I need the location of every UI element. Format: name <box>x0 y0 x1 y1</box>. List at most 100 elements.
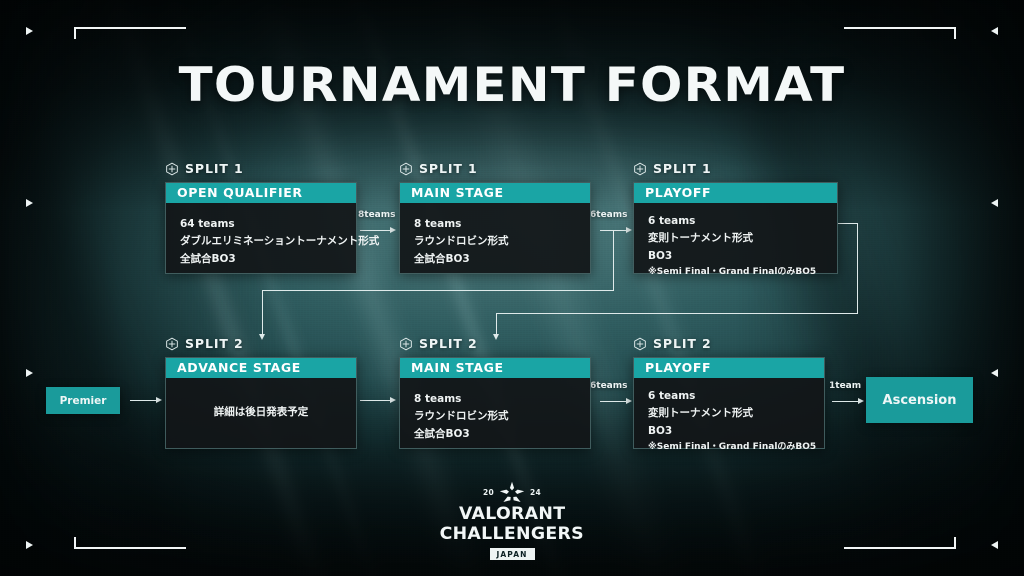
stage-card[interactable]: PLAYOFF 6 teams 変則トーナメント形式 BO3 ※Semi Fin… <box>633 357 825 452</box>
marker-triangle-left-mid <box>26 199 33 207</box>
connector-line-main-playoff-s2 <box>600 401 628 402</box>
stage-detail-line: BO3 <box>648 424 673 437</box>
stage-card-body: 6 teams 変則トーナメント形式 BO3 ※Semi Final・Grand… <box>634 203 837 277</box>
stage-playoff-split1[interactable]: SPLIT 1 PLAYOFF 6 teams 変則トーナメント形式 BO3 ※… <box>633 161 838 277</box>
logo-year-right: 24 <box>530 487 542 497</box>
connector-arrow-into-main-s2 <box>492 334 499 340</box>
connector-line-into-advance <box>262 290 263 336</box>
stage-card[interactable]: OPEN QUALIFIER 64 teams ダブルエリミネーショントーナメン… <box>165 182 380 274</box>
stage-detail-note: ※Semi Final・Grand FinalのみBO5 <box>648 441 817 452</box>
hexagon-plus-icon <box>166 337 178 350</box>
stage-detail-line: ダブルエリミネーショントーナメント形式 <box>180 235 380 248</box>
hexagon-plus-icon <box>166 162 178 175</box>
stage-card-title: OPEN QUALIFIER <box>166 183 356 203</box>
stage-detail-note: ※Semi Final・Grand FinalのみBO5 <box>648 266 817 277</box>
premier-pill-label: Premier <box>59 394 107 407</box>
stage-card-body: 8 teams ラウンドロビン形式 全試合BO3 <box>400 378 590 448</box>
page-title: TOURNAMENT FORMAT <box>178 58 846 113</box>
corner-bracket-bottom-left <box>74 537 186 549</box>
corner-bracket-bottom-right <box>844 537 956 549</box>
split-label-playoff-split2: SPLIT 2 <box>633 336 825 351</box>
valorant-mark-icon <box>499 482 525 503</box>
corner-bracket-top-right <box>844 27 956 39</box>
logo-line-challengers: CHALLENGERS <box>439 523 585 544</box>
marker-triangle-right-lower <box>991 369 998 377</box>
stage-card[interactable]: MAIN STAGE 8 teams ラウンドロビン形式 全試合BO3 <box>399 357 591 449</box>
connector-line-into-main-s2 <box>496 313 497 336</box>
ascension-pill-label: Ascension <box>882 392 957 408</box>
stage-card-title: ADVANCE STAGE <box>166 358 356 378</box>
connector-line-main-s1-to-left <box>262 290 614 291</box>
split-label-text: SPLIT 2 <box>653 336 712 351</box>
logo-year-row: 20 24 <box>483 481 541 503</box>
connector-label-6teams-split1: 6teams <box>590 210 628 220</box>
connector-arrow-into-advance <box>258 334 265 340</box>
stage-detail-line: ラウンドロビン形式 <box>414 235 509 248</box>
marker-triangle-left-bottom <box>26 541 33 549</box>
stage-card[interactable]: MAIN STAGE 8 teams ラウンドロビン形式 全試合BO3 <box>399 182 591 274</box>
stage-detail-line: 詳細は後日発表予定 <box>213 406 309 419</box>
split-label-main-stage-split1: SPLIT 1 <box>399 161 591 176</box>
split-label-text: SPLIT 1 <box>653 161 712 176</box>
stage-card-body: 詳細は後日発表予定 <box>166 378 356 448</box>
connector-line-premier-advance <box>130 400 158 401</box>
event-logo: 20 24 VALORANT CHALLENGERS JAPAN <box>0 481 1024 560</box>
split-label-text: SPLIT 1 <box>419 161 478 176</box>
stage-detail-line: 全試合BO3 <box>414 427 470 440</box>
connector-line-playoff-s1-to-left <box>496 313 858 314</box>
stage-card-body: 6 teams 変則トーナメント形式 BO3 ※Semi Final・Grand… <box>634 378 824 452</box>
connector-label-8teams: 8teams <box>358 210 396 220</box>
logo-region-badge: JAPAN <box>489 548 535 560</box>
stage-detail-line: 6 teams <box>648 390 696 402</box>
connector-line-playoff-s1-out <box>838 223 858 224</box>
split-label-text: SPLIT 2 <box>419 336 478 351</box>
stage-detail-line: 全試合BO3 <box>180 252 236 265</box>
hexagon-plus-icon <box>634 337 646 350</box>
stage-card[interactable]: ADVANCE STAGE 詳細は後日発表予定 <box>165 357 357 449</box>
hexagon-plus-icon <box>400 162 412 175</box>
stage-card-title: MAIN STAGE <box>400 358 590 378</box>
stage-main-stage-split1[interactable]: SPLIT 1 MAIN STAGE 8 teams ラウンドロビン形式 全試合… <box>399 161 591 274</box>
connector-arrow-main-playoff-s2 <box>626 397 632 404</box>
hexagon-plus-icon <box>634 162 646 175</box>
ascension-pill[interactable]: Ascension <box>866 377 973 423</box>
connector-line-playoff-ascension <box>832 401 860 402</box>
marker-triangle-right-bottom <box>991 541 998 549</box>
stage-open-qualifier[interactable]: SPLIT 1 OPEN QUALIFIER 64 teams ダブルエリミネー… <box>165 161 380 274</box>
hexagon-plus-icon <box>400 337 412 350</box>
stage-advance-stage[interactable]: SPLIT 2 ADVANCE STAGE 詳細は後日発表予定 <box>165 336 357 449</box>
marker-triangle-left-lower <box>26 369 33 377</box>
stage-card[interactable]: PLAYOFF 6 teams 変則トーナメント形式 BO3 ※Semi Fin… <box>633 182 838 277</box>
stage-card-title: PLAYOFF <box>634 358 824 378</box>
stage-main-stage-split2[interactable]: SPLIT 2 MAIN STAGE 8 teams ラウンドロビン形式 全試合… <box>399 336 591 449</box>
connector-label-6teams-split2: 6teams <box>590 381 628 391</box>
connector-arrow-playoff-ascension <box>858 397 864 404</box>
split-label-main-stage-split2: SPLIT 2 <box>399 336 591 351</box>
premier-pill[interactable]: Premier <box>46 387 120 414</box>
connector-line-advance-main <box>360 400 392 401</box>
stage-card-title: MAIN STAGE <box>400 183 590 203</box>
marker-triangle-left-top <box>26 27 33 35</box>
connector-arrow-premier-advance <box>156 396 162 403</box>
connector-line-oq-main <box>360 230 392 231</box>
stage-detail-line: 変則トーナメント形式 <box>648 407 753 420</box>
logo-line-valorant: VALORANT <box>458 504 566 525</box>
split-label-text: SPLIT 2 <box>185 336 244 351</box>
split-label-advance-stage: SPLIT 2 <box>165 336 357 351</box>
stage-playoff-split2[interactable]: SPLIT 2 PLAYOFF 6 teams 変則トーナメント形式 BO3 ※… <box>633 336 825 452</box>
connector-arrow-advance-main <box>390 396 396 403</box>
logo-year-left: 20 <box>482 487 494 497</box>
connector-arrow-main-playoff-s1 <box>626 226 632 233</box>
connector-line-playoff-s1-drop <box>857 223 858 313</box>
stage-card-title: PLAYOFF <box>634 183 837 203</box>
connector-line-main-playoff-s1 <box>600 230 628 231</box>
split-label-open-qualifier: SPLIT 1 <box>165 161 357 176</box>
marker-triangle-right-mid <box>991 199 998 207</box>
stage-card-body: 8 teams ラウンドロビン形式 全試合BO3 <box>400 203 590 273</box>
stage-detail-line: 8 teams <box>414 393 462 405</box>
stage-detail-line: 6 teams <box>648 215 696 227</box>
stage-detail-line: ラウンドロビン形式 <box>414 410 509 423</box>
